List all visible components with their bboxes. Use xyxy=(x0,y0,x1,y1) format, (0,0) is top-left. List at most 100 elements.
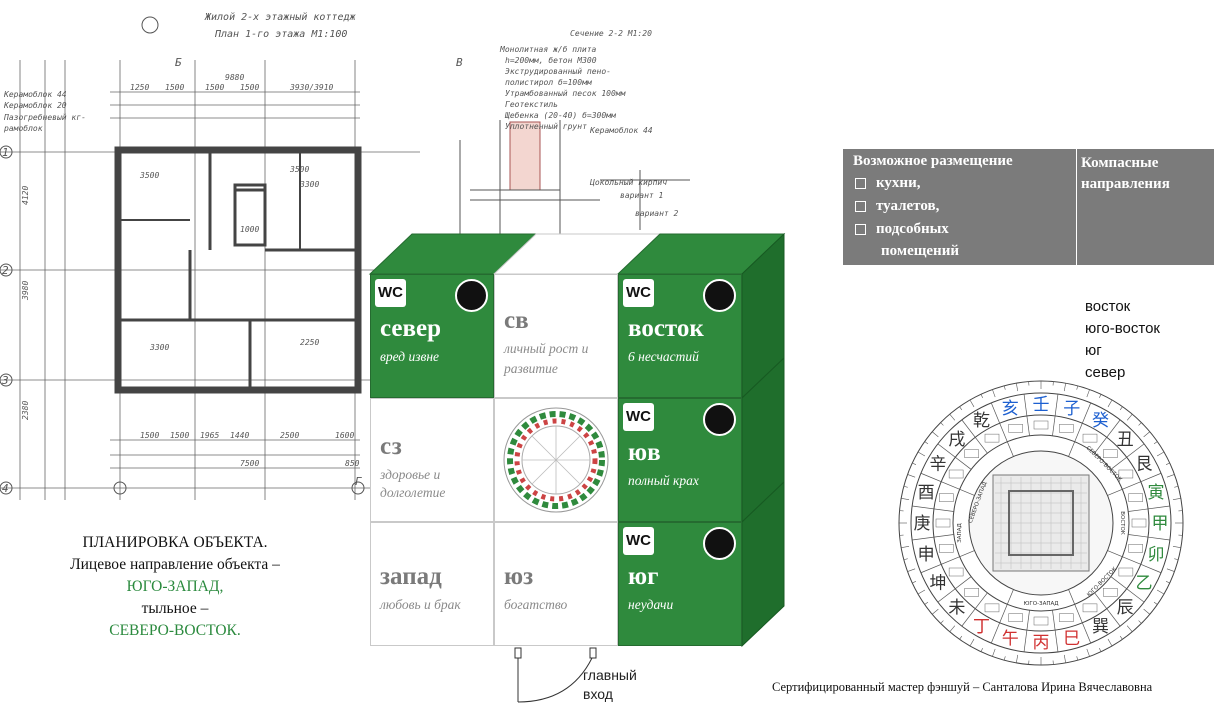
placement-header: Возможное размещение xyxy=(853,153,1013,169)
dim-bottom-4: 1440 xyxy=(230,431,249,440)
compass-header-line-2: направления xyxy=(1081,176,1170,192)
blueprint-title-1: Жилой 2-х этажный коттедж xyxy=(204,11,356,23)
left-note-4: рамоблок xyxy=(3,123,43,133)
compass-char: 辰 xyxy=(1117,598,1134,618)
caption-line-4: тыльное – xyxy=(141,600,209,617)
compass-sector-box xyxy=(1082,603,1098,613)
compass-char: 乾 xyxy=(973,411,990,431)
compass-char: 酉 xyxy=(918,483,935,503)
main-entrance-door xyxy=(514,647,597,703)
dim-bottom-8: 7500 xyxy=(240,459,259,468)
compass-sector-box xyxy=(1128,493,1143,502)
compass-char: 亥 xyxy=(1002,399,1019,419)
compass-char: 子 xyxy=(1063,399,1080,419)
dim-top-2: 1500 xyxy=(165,83,184,92)
cell-desc: полный крах xyxy=(628,473,699,488)
axis-label-v: В xyxy=(456,56,463,69)
cell-north: WC север вред извне xyxy=(370,274,494,398)
cell-name: север xyxy=(380,315,441,342)
placement-item-kitchen: кухни, xyxy=(855,175,920,192)
dim-bottom-5: 2500 xyxy=(280,431,299,440)
checkbox-icon xyxy=(855,178,866,190)
compass-directions-header: Компасные направления xyxy=(1081,153,1211,195)
note-5: Утрамбованный песок 100мм xyxy=(505,88,627,98)
checkbox-icon xyxy=(855,201,866,213)
direction-item: восток xyxy=(1085,298,1131,315)
cell-desc-2: развитие xyxy=(504,361,558,376)
grid-3d-faces xyxy=(368,232,786,648)
left-note-1: Керамоблок 44 xyxy=(3,89,67,99)
caption-line-3: ЮГО-ЗАПАД, xyxy=(126,578,224,595)
cell-south: WC юг неудачи xyxy=(618,522,742,646)
axis-label-4: 4 xyxy=(2,482,9,495)
dim-left-2: 3980 xyxy=(21,281,30,301)
cell-northwest: сз здоровье и долголетие xyxy=(370,398,494,522)
compass-sector-box xyxy=(1082,433,1098,443)
compass-sector-box xyxy=(1131,518,1147,528)
note-11: вариант 1 xyxy=(620,191,663,200)
wc-badge: WC xyxy=(623,279,654,307)
cooking-pot-icon xyxy=(703,527,736,560)
floor-plan-blueprint: Жилой 2-х этажный коттедж План 1-го этаж… xyxy=(0,11,690,500)
compass-sector-box xyxy=(1118,567,1134,577)
cell-east: WC восток 6 несчастий xyxy=(618,274,742,398)
caption-line-5: СЕВЕРО-ВОСТОК. xyxy=(109,622,241,639)
compass-sector-box xyxy=(948,567,964,577)
cell-desc: 6 несчастий xyxy=(628,349,699,364)
compass-char: 甲 xyxy=(1152,514,1169,534)
cell-desc: здоровье и xyxy=(380,467,441,482)
compass-char: 癸 xyxy=(1092,411,1109,431)
cooking-pot-icon xyxy=(455,279,488,312)
compass-sector-box xyxy=(1008,424,1023,433)
placement-table: Возможное размещение кухни, туалетов, по… xyxy=(843,149,1214,265)
dim-bottom-1: 1500 xyxy=(140,431,159,440)
dim-bottom-2: 1500 xyxy=(170,431,189,440)
axis-label-3: 3 xyxy=(1,374,9,387)
compass-sector-box xyxy=(1059,424,1074,433)
plan-caption: ПЛАНИРОВКА ОБЪЕКТА. Лицевое направление … xyxy=(20,532,330,642)
compass-sector-box xyxy=(984,603,1000,613)
compass-char: 坤 xyxy=(929,574,946,594)
note-12: вариант 2 xyxy=(635,209,679,218)
mini-compass-image xyxy=(503,407,609,513)
compass-sector-box xyxy=(935,518,951,528)
dim-top-5: 3930/3910 xyxy=(289,83,334,92)
direction-item: юго-восток xyxy=(1085,320,1160,337)
caption-line-1: ПЛАНИРОВКА ОБЪЕКТА. xyxy=(82,534,268,551)
cell-desc: неудачи xyxy=(628,597,674,612)
wc-badge: WC xyxy=(623,527,654,555)
cell-center xyxy=(494,398,618,522)
compass-header-line-1: Компасные xyxy=(1081,155,1159,171)
compass-sector-label: ЗАПАД xyxy=(957,523,963,543)
compass-sector-box xyxy=(1118,469,1134,479)
cell-name: юв xyxy=(628,439,661,466)
axis-label-b: Б xyxy=(175,56,182,69)
blueprint-title-2: План 1-го этажа М1:100 xyxy=(214,29,347,40)
dim-bottom-9: 850 xyxy=(345,459,360,468)
direction-item: юг xyxy=(1085,342,1102,359)
cell-desc-2: долголетие xyxy=(380,485,446,500)
cell-name: сз xyxy=(380,433,402,460)
placement-item-toilets: туалетов, xyxy=(855,198,939,215)
checkbox-icon xyxy=(855,224,866,236)
dim-top-3: 1500 xyxy=(205,83,224,92)
axis-label-1: 1 xyxy=(2,146,9,159)
placement-item-rooms: помещений xyxy=(881,243,959,260)
compass-char: 午 xyxy=(1002,629,1019,649)
entrance-label: главный вход xyxy=(583,666,637,704)
credit-line: Сертифицированный мастер фэншуй – Сантал… xyxy=(772,680,1153,694)
compass-char: 丙 xyxy=(1033,633,1050,653)
compass-char: 巳 xyxy=(1063,629,1080,649)
compass-sector-box xyxy=(1103,449,1118,458)
feng-shui-compass: 壬子癸丑艮寅甲卯乙辰巽巳丙午丁未坤申庚酉辛戌乾亥СЕВЕРО-ЗАПАДЮГО-… xyxy=(898,380,1184,666)
note-7: Щебенка (20-40) б=300мм xyxy=(504,110,617,120)
compass-sector-box xyxy=(1128,544,1143,553)
cell-southwest: юз богатство xyxy=(494,522,618,646)
compass-char: 卯 xyxy=(1147,545,1164,565)
entrance-label-line-2: вход xyxy=(583,686,613,702)
cell-desc: любовь и брак xyxy=(380,597,461,612)
compass-char: 丑 xyxy=(1117,430,1134,450)
cell-desc: личный рост и xyxy=(504,341,589,356)
wc-badge: WC xyxy=(375,279,406,307)
compass-sector-label: ЮГО-ЗАПАД xyxy=(1023,601,1059,607)
